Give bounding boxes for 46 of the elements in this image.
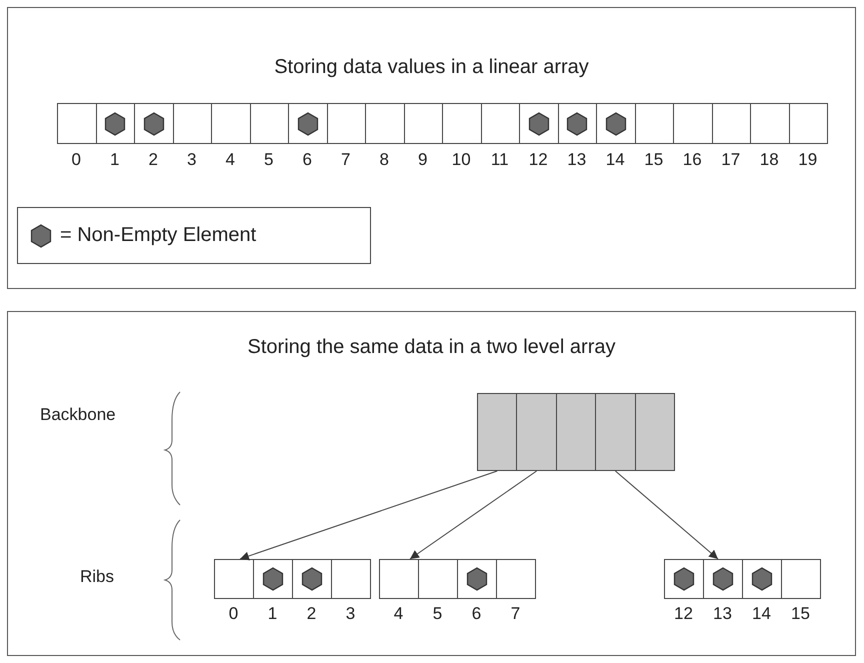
index-number: 13 [566,150,588,170]
panel-title: Storing data values in a linear array [273,56,590,79]
index-number: 18 [758,150,780,170]
backbone-cell [556,393,596,471]
arrow [614,470,718,560]
index-number: 3 [344,604,356,624]
index-number: 9 [417,150,428,170]
index-number: 7 [510,604,522,624]
index-number: 13 [712,604,733,624]
panel-title: Storing the same data in a two level array [246,336,616,359]
arrow [240,470,498,560]
index-number: 5 [432,604,444,624]
index-number: 3 [186,150,198,170]
backbone-cell [634,393,675,471]
index-number: 17 [720,150,742,170]
index-number: 12 [673,604,694,624]
index-number: 15 [790,604,811,624]
legend-text: = Non-Empty Element [60,224,256,247]
index-number: 8 [378,150,390,170]
backbone-cell [595,393,636,471]
index-number: 14 [751,604,772,624]
index-number: 2 [148,150,159,170]
index-number: 5 [263,150,274,170]
index-number: 1 [266,604,278,624]
index-number: 0 [228,604,240,624]
backbone-cell [477,393,518,471]
index-number: 6 [302,150,313,170]
index-number: 7 [340,150,352,170]
index-number: 10 [450,150,472,170]
index-number: 2 [306,604,318,624]
index-number: 4 [392,604,404,624]
index-number: 11 [490,150,510,170]
index-number: 16 [682,150,703,170]
index-number: 15 [643,150,664,170]
index-number: 0 [70,150,82,170]
index-number: 4 [224,150,236,170]
index-number: 1 [109,150,120,170]
backbone-cell [516,393,557,471]
index-number: 14 [604,150,626,170]
level-label: Ribs [80,567,114,587]
panel-frame [7,311,856,656]
arrow [410,470,538,560]
index-number: 6 [470,604,482,624]
index-number: 19 [797,150,818,170]
level-label: Backbone [40,405,116,425]
index-number: 12 [528,150,549,170]
